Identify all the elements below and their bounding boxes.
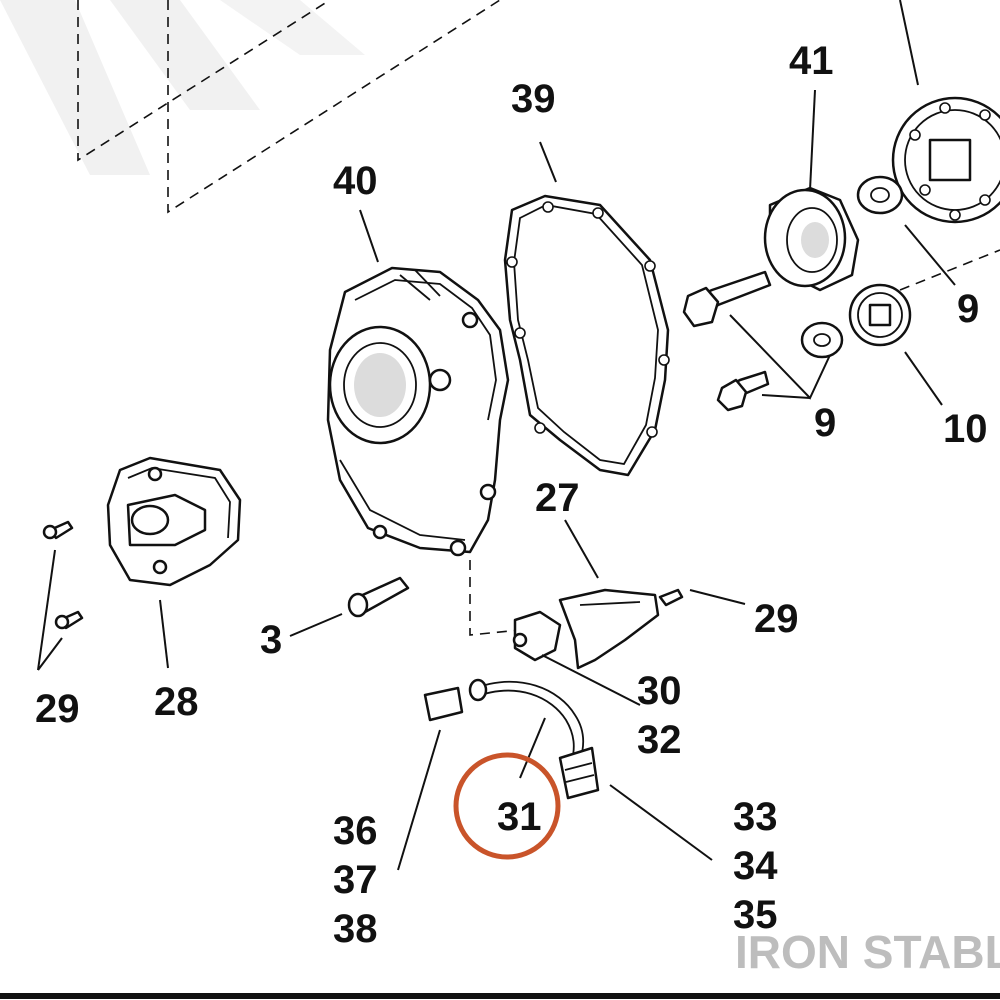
callout-10: 10	[943, 407, 988, 451]
callout-9-upper: 9	[957, 287, 979, 331]
callout-39: 39	[511, 77, 556, 121]
callout-32: 32	[637, 718, 682, 762]
cap-part	[106, 456, 242, 587]
small-sprocket-part	[848, 283, 912, 347]
watermark-text: IRON STABLE	[735, 926, 1000, 978]
large-sprocket-part	[891, 96, 1000, 224]
callout-33: 33	[733, 795, 778, 839]
callout-29-right: 29	[754, 597, 799, 641]
callout-36: 36	[333, 809, 378, 853]
gasket-part	[503, 194, 670, 477]
sensor-part	[512, 610, 562, 662]
bracket-part	[558, 588, 660, 670]
callout-28: 28	[154, 680, 199, 724]
callout-34: 34	[733, 844, 778, 888]
highlight-circle	[453, 752, 561, 860]
callout-30: 30	[637, 669, 682, 713]
cover-part	[326, 266, 510, 557]
callout-27: 27	[535, 476, 580, 520]
callout-40: 40	[333, 159, 378, 203]
screw-part	[347, 576, 410, 618]
harness-part	[423, 678, 600, 800]
callout-35: 35	[733, 893, 778, 937]
leader-lines	[37, 0, 956, 871]
callout-37: 37	[333, 858, 378, 902]
callout-9-lower: 9	[814, 401, 836, 445]
callout-31: 31	[497, 795, 542, 839]
bolt-part	[682, 270, 772, 412]
callout-38: 38	[333, 907, 378, 951]
callout-labels: 41 39 40 9 9 10 27 29 3 29 28 30 32 31 3…	[35, 39, 988, 951]
callout-41: 41	[789, 39, 834, 83]
small-screws-part	[42, 520, 684, 630]
background-stripes	[0, 0, 365, 175]
dashed-assembly-lines	[77, 0, 1000, 636]
callout-29-left: 29	[35, 687, 80, 731]
hub-part	[763, 186, 860, 292]
callout-3: 3	[260, 618, 282, 662]
washer-part	[800, 175, 904, 359]
